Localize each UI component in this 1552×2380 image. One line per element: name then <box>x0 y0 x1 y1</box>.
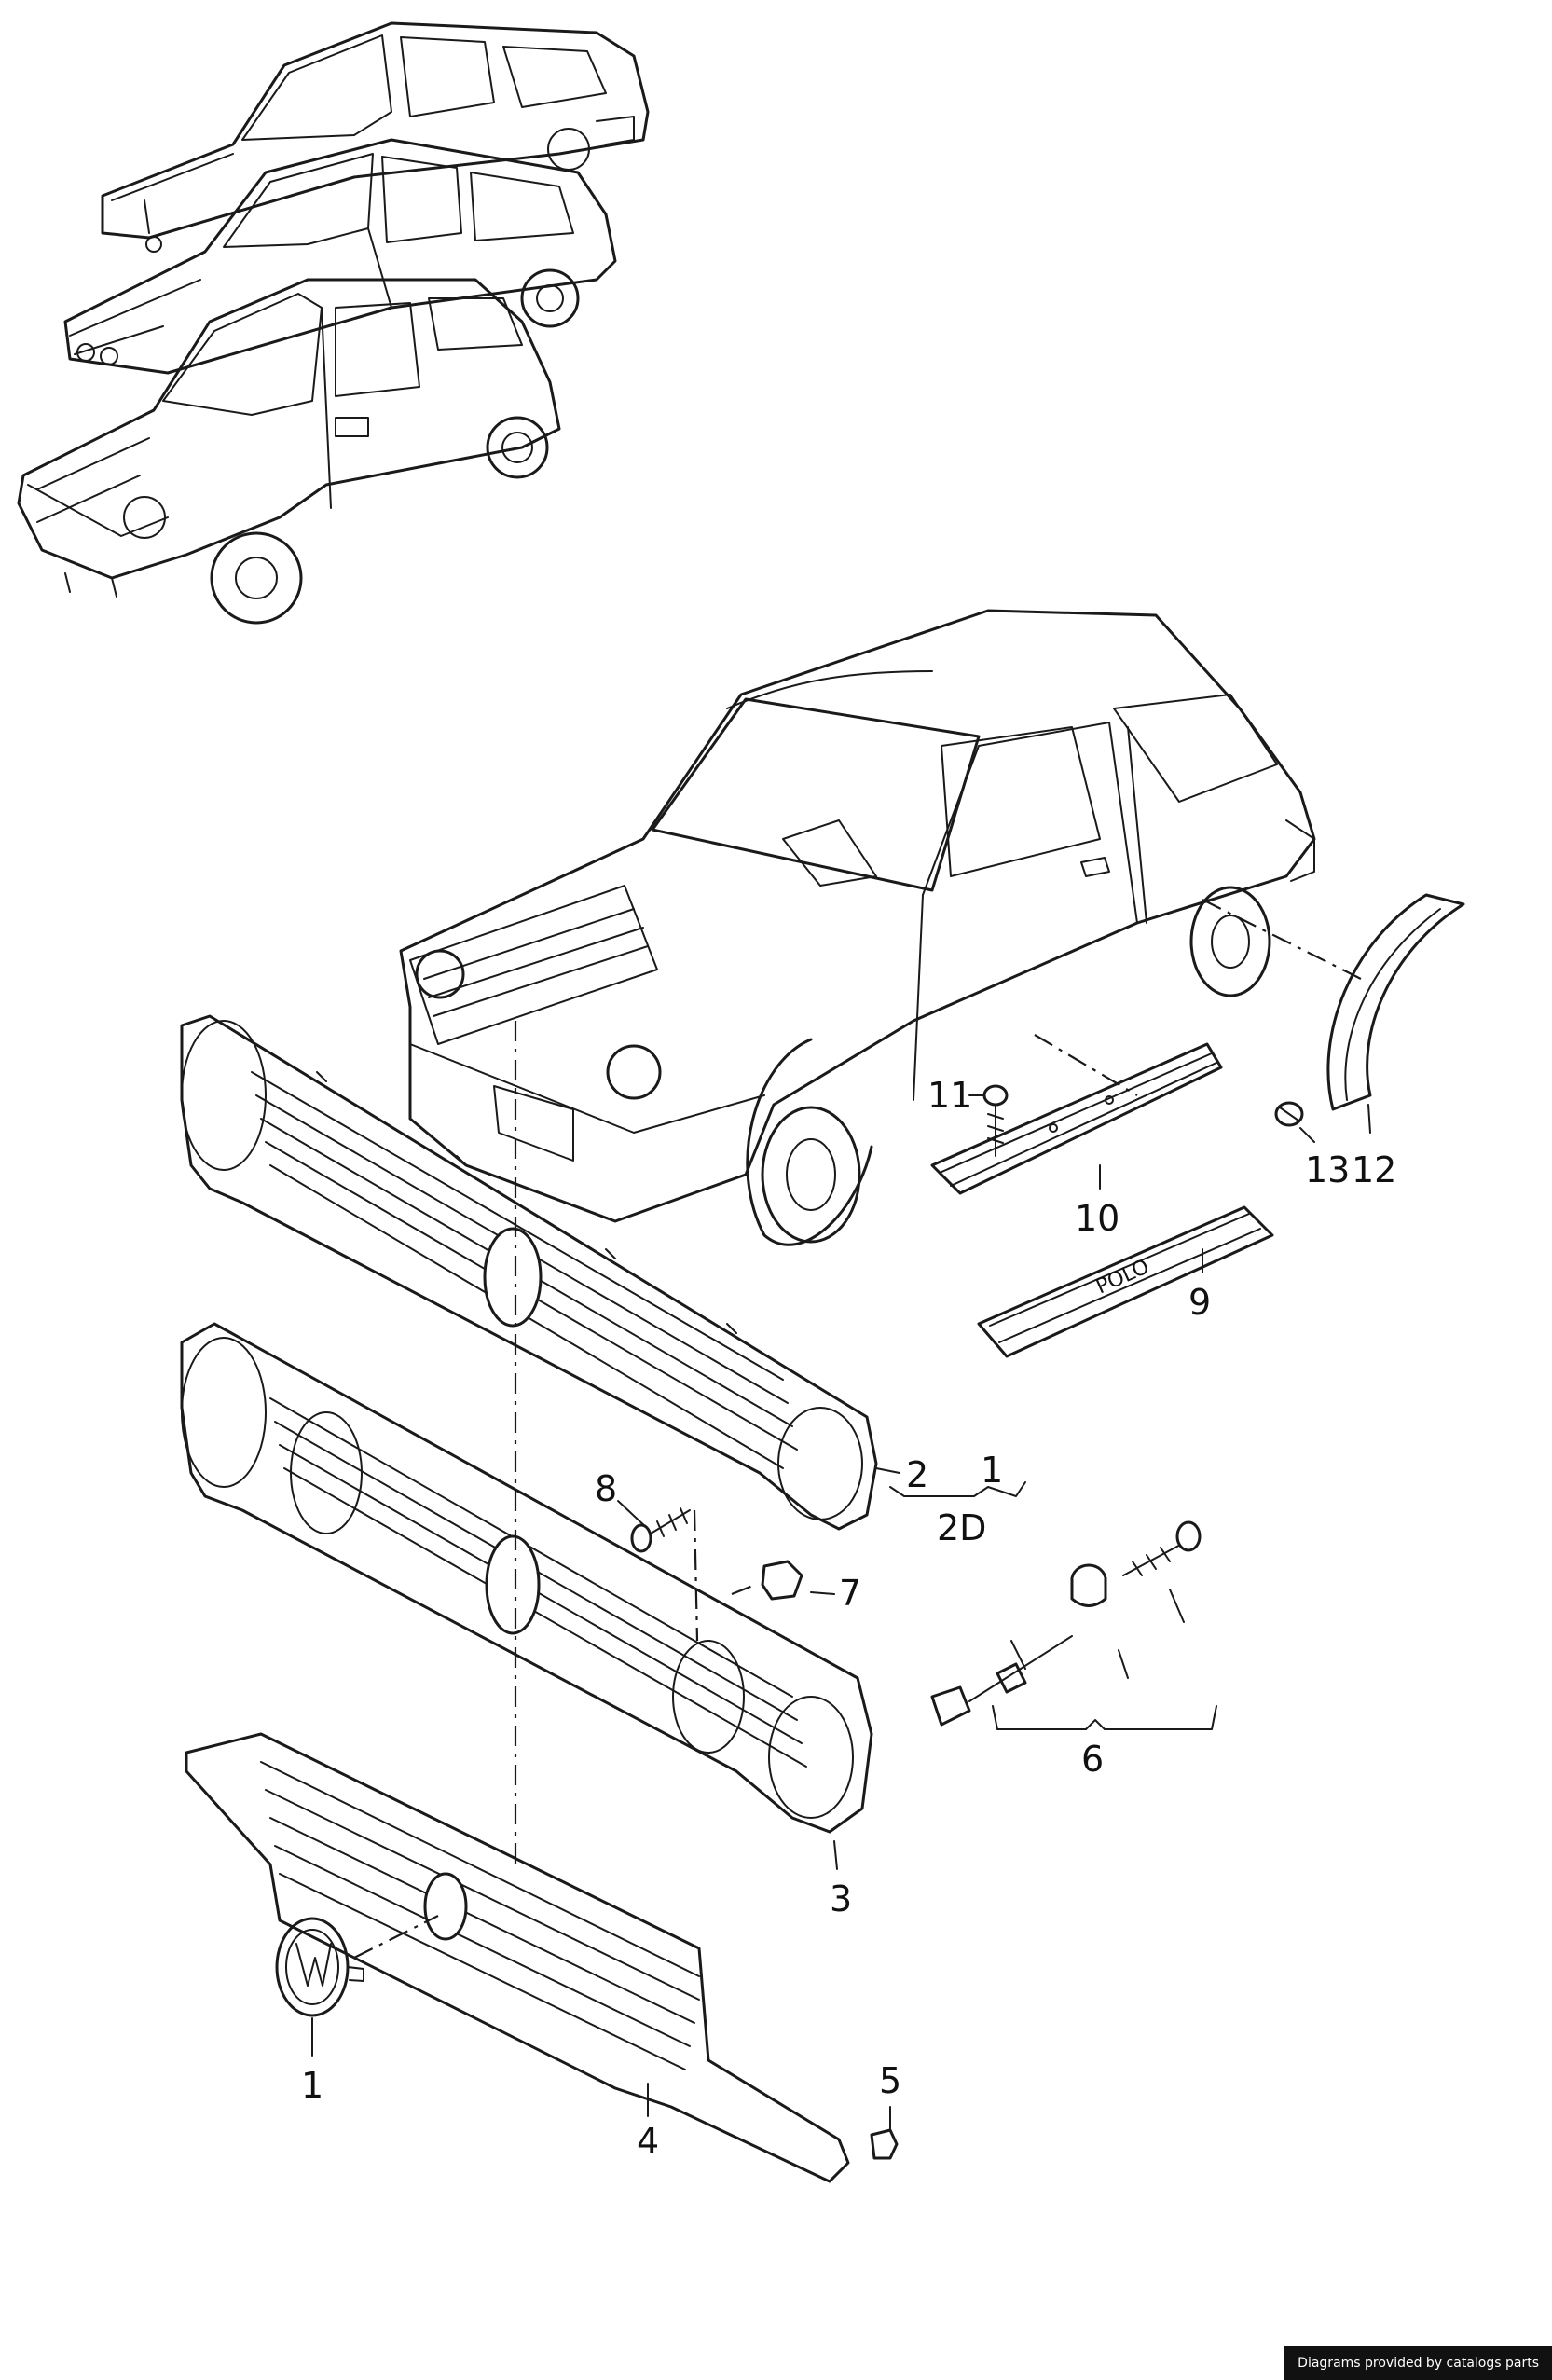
grille-lower <box>185 1732 850 2183</box>
callout-2d: 2D <box>937 1507 986 1548</box>
callout-11: 11 <box>927 1075 972 1116</box>
callout-5: 5 <box>879 2060 901 2101</box>
clip-part-13 <box>1274 1101 1304 1127</box>
callout-2: 2 <box>906 1454 928 1495</box>
assembly-lines <box>353 899 1362 1959</box>
clip-part-5 <box>870 2128 899 2160</box>
vw-badge <box>275 1917 364 2017</box>
car-variant-sedan <box>101 21 650 253</box>
callout-4: 4 <box>637 2121 659 2162</box>
callout-6: 6 <box>1081 1739 1104 1780</box>
callout-8: 8 <box>595 1468 617 1509</box>
callout-9: 9 <box>1188 1282 1211 1323</box>
screw-part-8 <box>630 1507 691 1553</box>
car-variant-coupe <box>17 278 561 625</box>
nut-part-7 <box>761 1560 803 1601</box>
callout-1: 1 <box>301 2065 323 2106</box>
callout-3: 3 <box>830 1878 852 1919</box>
rail-part-10 <box>930 1042 1223 1195</box>
callout-1-top: 1 <box>981 1450 1003 1491</box>
leader-lines <box>311 1094 1371 2131</box>
callout-13: 13 <box>1305 1149 1350 1190</box>
grille-upper <box>180 1014 878 1531</box>
callout-10: 10 <box>1075 1198 1119 1239</box>
sill-plate-part-9: POLO <box>977 1205 1274 1358</box>
arch-trim-part-12 <box>1326 893 1465 1111</box>
main-car-body <box>399 609 1316 1246</box>
callout-12: 12 <box>1352 1149 1396 1190</box>
car-variant-hatch <box>63 138 617 375</box>
credit-badge: Diagrams provided by catalogs parts <box>1284 2346 1552 2380</box>
callout-7: 7 <box>839 1573 861 1614</box>
grille-middle <box>180 1322 873 1834</box>
mounting-kit-part-6 <box>930 1520 1202 1727</box>
callout-labels: 2 1 2D 3 4 1 5 6 7 8 9 10 11 12 13 <box>301 1075 1396 2162</box>
